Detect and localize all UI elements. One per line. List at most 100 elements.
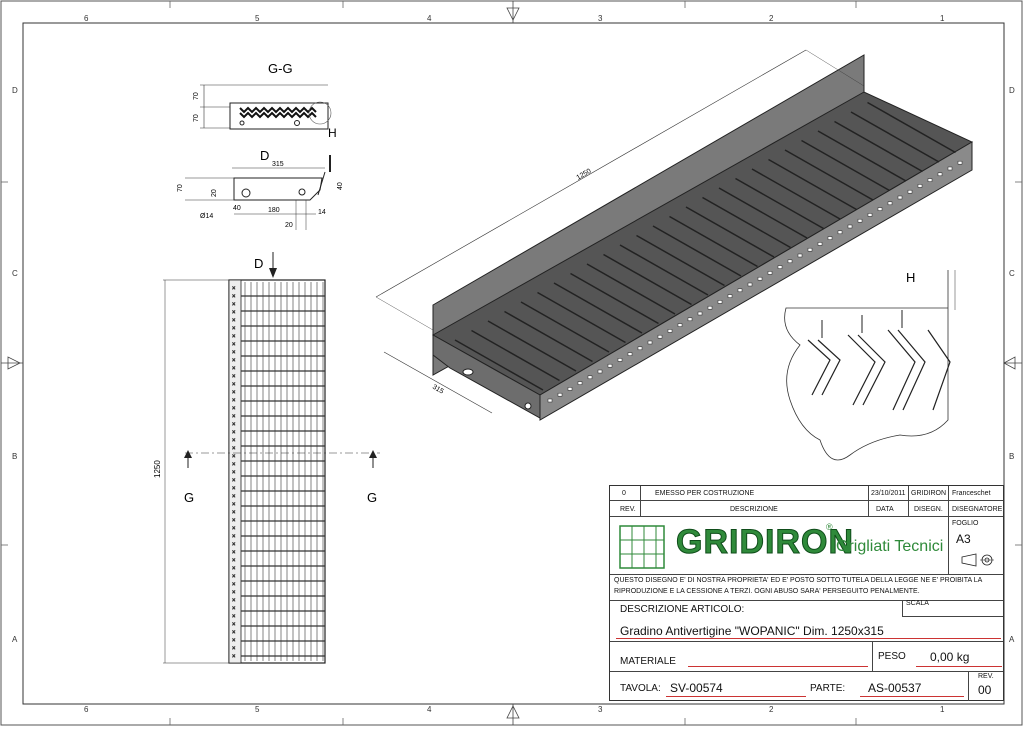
rev-label: REV. bbox=[978, 673, 994, 680]
bottom-zone-5: 5 bbox=[255, 705, 260, 714]
header-description: DESCRIZIONE bbox=[730, 506, 778, 513]
top-view-dim-180: 180 bbox=[268, 207, 280, 214]
section-gg-view: G-G 70 70 H bbox=[193, 61, 337, 140]
top-view-d: D 315 70 20 40 Ø14 40 180 20 14 bbox=[177, 148, 344, 230]
bottom-zone-3: 3 bbox=[598, 705, 603, 714]
svg-text:×: × bbox=[232, 550, 236, 556]
sheet-value: A3 bbox=[956, 532, 971, 546]
svg-text:×: × bbox=[232, 342, 236, 348]
svg-text:×: × bbox=[232, 414, 236, 420]
registered-mark: ® bbox=[826, 522, 833, 532]
bottom-zone-6: 6 bbox=[84, 705, 89, 714]
top-zone-4: 4 bbox=[427, 14, 432, 23]
svg-text:×: × bbox=[232, 622, 236, 628]
top-view-dim-20: 20 bbox=[211, 189, 218, 197]
svg-text:×: × bbox=[232, 510, 236, 516]
svg-text:×: × bbox=[232, 326, 236, 332]
svg-text:×: × bbox=[232, 406, 236, 412]
title-block: 0 EMESSO PER COSTRUZIONE 23/10/2011 GRID… bbox=[609, 485, 1004, 701]
header-date: DATA bbox=[876, 506, 894, 513]
svg-text:×: × bbox=[232, 374, 236, 380]
right-zone-d: D bbox=[1009, 86, 1015, 95]
top-zone-1: 1 bbox=[940, 14, 945, 23]
sheet-label: FOGLIO bbox=[952, 520, 979, 527]
header-drawn: DISEGN. bbox=[914, 506, 943, 513]
section-gg-dim-bottom: 70 bbox=[193, 114, 200, 122]
svg-text:×: × bbox=[232, 494, 236, 500]
svg-text:×: × bbox=[232, 438, 236, 444]
right-zone-c: C bbox=[1009, 269, 1015, 278]
rev-value: 00 bbox=[978, 683, 992, 697]
svg-text:×: × bbox=[232, 534, 236, 540]
article-description: Gradino Antivertigine "WOPANIC" Dim. 125… bbox=[620, 624, 884, 638]
top-view-title: D bbox=[260, 148, 269, 163]
svg-text:×: × bbox=[232, 614, 236, 620]
left-zone-c: C bbox=[12, 269, 18, 278]
svg-text:×: × bbox=[232, 646, 236, 652]
gridiron-emblem-icon bbox=[619, 525, 665, 569]
isometric-view: 1250 315 bbox=[375, 49, 974, 421]
tagline: Grigliati Tecnici bbox=[836, 538, 944, 555]
svg-text:×: × bbox=[232, 590, 236, 596]
iso-dim-315: 315 bbox=[431, 384, 445, 396]
cut-label-right: G bbox=[367, 490, 377, 505]
detail-h-view: H bbox=[784, 270, 956, 461]
top-zone-6: 6 bbox=[84, 14, 89, 23]
top-zone-3: 3 bbox=[598, 14, 603, 23]
projection-symbol-icon bbox=[961, 553, 994, 567]
left-zone-b: B bbox=[12, 452, 17, 461]
top-zone-2: 2 bbox=[769, 14, 774, 23]
svg-text:×: × bbox=[232, 390, 236, 396]
svg-text:×: × bbox=[232, 542, 236, 548]
section-gg-title: G-G bbox=[268, 61, 293, 76]
svg-text:×: × bbox=[232, 654, 236, 660]
rev-row-company: GRIDIRON bbox=[911, 490, 946, 497]
rev-row-rev: 0 bbox=[622, 490, 626, 497]
left-zone-d: D bbox=[12, 86, 18, 95]
svg-text:×: × bbox=[232, 486, 236, 492]
svg-text:×: × bbox=[232, 478, 236, 484]
svg-text:×: × bbox=[232, 630, 236, 636]
part-label: PARTE: bbox=[810, 683, 846, 694]
svg-text:×: × bbox=[232, 310, 236, 316]
svg-text:×: × bbox=[232, 294, 236, 300]
top-view-dim-70: 70 bbox=[177, 184, 184, 192]
svg-text:×: × bbox=[232, 318, 236, 324]
svg-text:×: × bbox=[232, 334, 236, 340]
weight-value: 0,00 kg bbox=[930, 650, 970, 664]
svg-text:×: × bbox=[232, 422, 236, 428]
svg-text:×: × bbox=[232, 518, 236, 524]
rev-row-date: 23/10/2011 bbox=[871, 490, 906, 497]
svg-text:×: × bbox=[232, 502, 236, 508]
svg-text:×: × bbox=[232, 454, 236, 460]
iso-dim-1250: 1250 bbox=[576, 168, 593, 182]
svg-text:×: × bbox=[232, 446, 236, 452]
material-label: MATERIALE bbox=[620, 656, 676, 667]
svg-text:×: × bbox=[232, 606, 236, 612]
zone-labels: 6 5 4 3 2 1 6 5 4 3 2 1 D C B A D C B A bbox=[12, 14, 1015, 714]
section-gg-detail-label: H bbox=[328, 126, 337, 140]
scale-label: SCALA bbox=[906, 600, 929, 607]
weight-label: PESO bbox=[878, 651, 906, 662]
svg-text:×: × bbox=[232, 430, 236, 436]
plan-view: D ××××××××××××××××××××××××××××××××××××××… bbox=[153, 252, 380, 664]
header-designer: DISEGNATORE bbox=[952, 506, 1003, 513]
bottom-zone-4: 4 bbox=[427, 705, 432, 714]
svg-text:×: × bbox=[232, 470, 236, 476]
gridiron-logo-text: GRIDIRON bbox=[676, 523, 854, 562]
inner-frame bbox=[22, 22, 1005, 705]
svg-text:×: × bbox=[232, 358, 236, 364]
disclaimer-line-1: QUESTO DISEGNO E' DI NOSTRA PROPRIETA' E… bbox=[614, 577, 983, 584]
bottom-zone-2: 2 bbox=[769, 705, 774, 714]
svg-text:×: × bbox=[232, 350, 236, 356]
part-value: AS-00537 bbox=[868, 681, 922, 695]
top-view-dim-40: 40 bbox=[337, 182, 344, 190]
svg-text:×: × bbox=[232, 566, 236, 572]
svg-text:×: × bbox=[232, 286, 236, 292]
rev-row-designer: Franceschet bbox=[952, 490, 991, 497]
description-label: DESCRIZIONE ARTICOLO: bbox=[620, 604, 745, 615]
svg-text:×: × bbox=[232, 366, 236, 372]
